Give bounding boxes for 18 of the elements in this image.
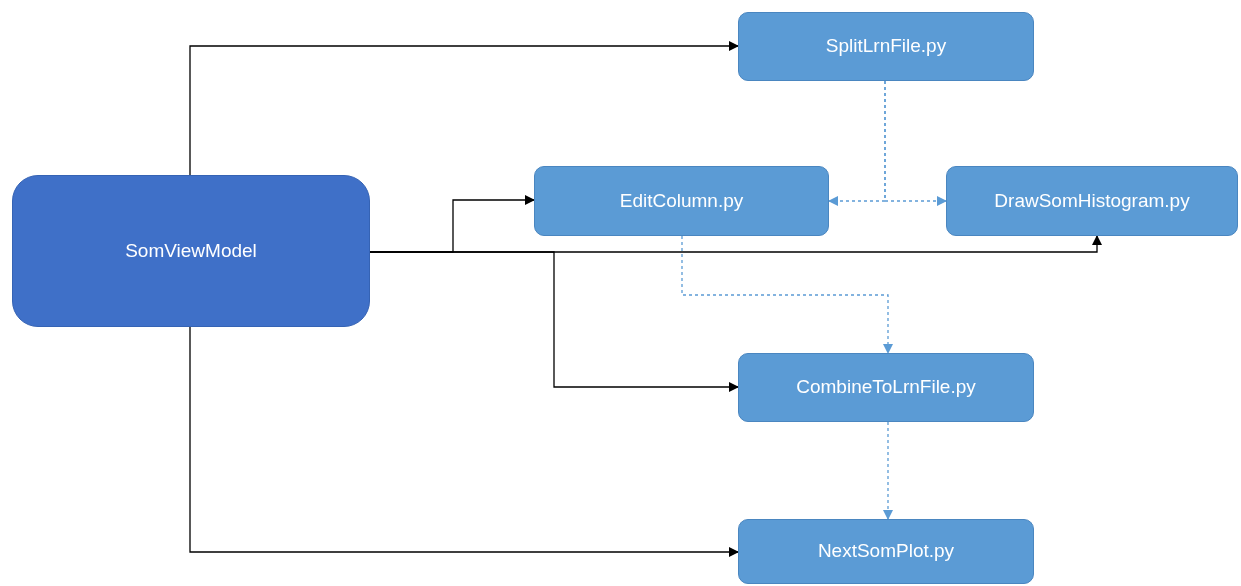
dashed-arrow — [883, 421, 893, 520]
arrow — [369, 251, 739, 392]
dashed-arrow — [681, 235, 893, 354]
process-box — [12, 175, 370, 327]
process-box — [738, 12, 1034, 81]
box-label: SplitLrnFile.py — [825, 34, 947, 59]
box-label: NextSomPlot.py — [817, 539, 955, 564]
box-label: DrawSomHistogram.py — [994, 188, 1190, 213]
process-box — [534, 166, 829, 236]
process-box — [738, 353, 1034, 422]
process-box — [946, 166, 1238, 236]
dashed-arrow — [884, 80, 947, 206]
process-box — [738, 519, 1034, 584]
arrow — [189, 326, 739, 557]
box-label: CombineToLrnFile.py — [796, 375, 976, 400]
arrow — [189, 41, 739, 176]
box-label: EditColumn.py — [619, 188, 744, 213]
box-label: SomViewModel — [125, 238, 257, 263]
